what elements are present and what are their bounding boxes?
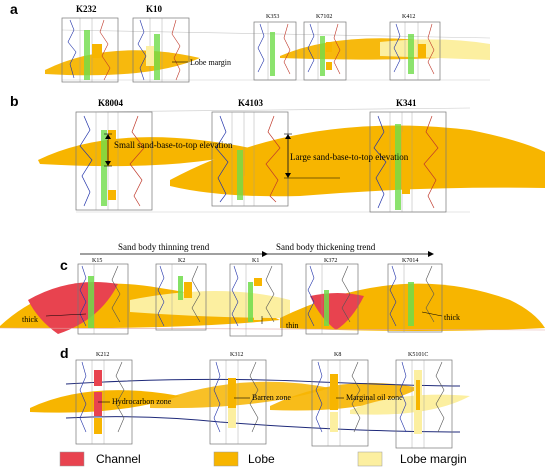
channel-body xyxy=(28,282,118,334)
arrow-head xyxy=(105,161,111,166)
lobe-body xyxy=(170,125,545,197)
well-log xyxy=(387,263,443,333)
well-name: K10 xyxy=(146,4,163,14)
well-name: K4103 xyxy=(238,98,264,108)
annotation-small-elevation: Small sand-base-to-top elevation xyxy=(114,140,233,150)
well-name: K8 xyxy=(334,352,341,358)
well-name: K5101C xyxy=(408,352,428,358)
correlation-line xyxy=(61,29,491,39)
well-log xyxy=(209,359,267,445)
annotation-pointer xyxy=(45,313,87,317)
arrow-head xyxy=(285,134,291,139)
structure-line xyxy=(65,378,461,387)
legend-label-lobe: Lobe xyxy=(248,452,275,466)
panel-d-label: d xyxy=(60,345,69,361)
annotation-lobe-margin: Lobe margin xyxy=(190,58,231,67)
annotation-thick-left: thick xyxy=(22,315,38,324)
channel-body xyxy=(310,293,364,330)
annotation-thin: thin xyxy=(286,321,298,330)
correlation-line xyxy=(75,107,471,113)
well-log xyxy=(303,21,347,81)
lobe-margin-body xyxy=(350,394,470,415)
panel-a: a K232 K10 xyxy=(10,1,491,83)
arrow-head xyxy=(428,251,434,257)
well-name: K341 xyxy=(396,98,417,108)
well-log xyxy=(305,263,359,335)
well-log xyxy=(253,21,297,81)
annotation-large-elevation: Large sand-base-to-top elevation xyxy=(290,152,409,162)
well-name: K353 xyxy=(266,14,279,20)
well-name: K2 xyxy=(178,258,185,264)
panel-c: c Sand body thinning trend Sand body thi… xyxy=(0,242,546,337)
legend: Channel Lobe Lobe margin xyxy=(59,451,467,467)
well-name: K7102 xyxy=(316,14,332,20)
arrow-head xyxy=(262,251,268,257)
well-name: K232 xyxy=(76,4,97,14)
well-log xyxy=(75,111,153,211)
well-name: K412 xyxy=(402,14,415,20)
well-name: K8004 xyxy=(98,98,124,108)
well-log xyxy=(155,263,207,331)
annotation-thinning: Sand body thinning trend xyxy=(118,242,210,252)
well-name: K1 xyxy=(252,258,259,264)
legend-label-lobe-margin: Lobe margin xyxy=(400,452,467,466)
correlation-line xyxy=(0,327,546,331)
annotation-barren: Barren zone xyxy=(252,393,291,402)
well-name: K312 xyxy=(230,352,243,358)
well-log xyxy=(311,359,369,447)
panel-d: d K212 K312 xyxy=(30,345,470,449)
lobe-body xyxy=(45,50,200,76)
well-log xyxy=(61,17,119,83)
annotation-marginal: Marginal oil zone xyxy=(346,393,403,402)
annotation-thickening: Sand body thickening trend xyxy=(276,242,376,252)
well-log xyxy=(369,111,447,213)
annotation-thick-right: thick xyxy=(444,313,460,322)
lobe-body xyxy=(30,390,180,413)
lobe-body xyxy=(38,137,260,167)
well-name: K7014 xyxy=(402,258,418,264)
well-log xyxy=(77,263,129,335)
legend-label-channel: Channel xyxy=(96,452,141,466)
lobe-body xyxy=(270,382,420,411)
arrow-head xyxy=(105,134,111,139)
well-log xyxy=(395,359,453,449)
legend-swatch-lobe-margin xyxy=(357,451,383,467)
well-log xyxy=(132,17,190,83)
annotation-pointer xyxy=(421,311,443,317)
panel-b: b K8004 K41 xyxy=(10,93,545,213)
well-log xyxy=(229,263,283,337)
well-log xyxy=(211,111,289,207)
panel-a-label: a xyxy=(10,1,18,17)
well-log xyxy=(75,359,133,445)
structure-line xyxy=(65,416,461,433)
lobe-body xyxy=(150,381,330,409)
arrow-head xyxy=(285,173,291,178)
lobe-margin-body xyxy=(380,39,490,60)
well-log xyxy=(389,21,441,81)
panel-c-label: c xyxy=(60,257,68,273)
panel-b-label: b xyxy=(10,93,19,109)
well-name: K212 xyxy=(96,352,109,358)
well-name: K15 xyxy=(92,258,102,264)
well-name: K372 xyxy=(324,258,337,264)
legend-swatch-channel xyxy=(59,451,85,467)
annotation-hydrocarbon: Hydrocarbon zone xyxy=(112,397,172,406)
legend-swatch-lobe xyxy=(213,451,239,467)
